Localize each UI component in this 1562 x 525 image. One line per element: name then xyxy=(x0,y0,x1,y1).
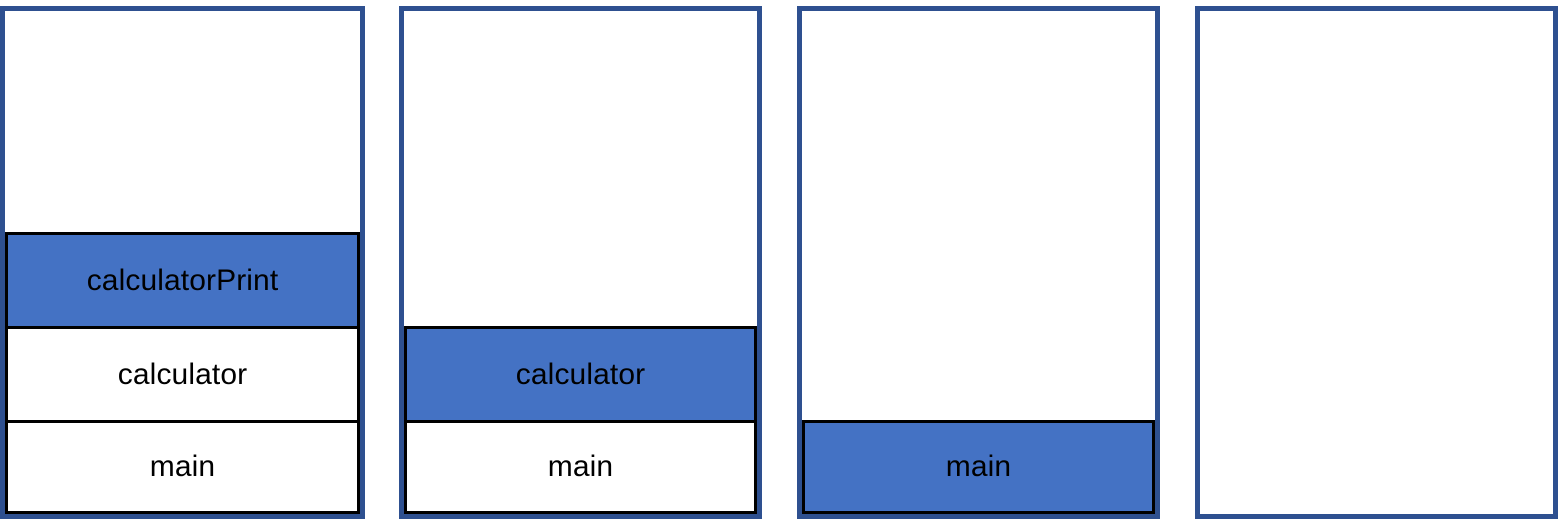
stack-panel-3: main xyxy=(797,6,1160,519)
stack-panel-2: calculator main xyxy=(399,6,762,519)
stack-frame-main[interactable]: main xyxy=(802,420,1155,514)
stack-panel-1: calculatorPrint calculator main xyxy=(0,6,365,519)
stack-frame-label: main xyxy=(547,450,614,483)
stack-frame-label: main xyxy=(945,450,1012,483)
stack-free-space xyxy=(802,11,1155,420)
stack-frame-label: calculatorPrint xyxy=(86,263,279,297)
stack-frame-calculator[interactable]: calculator xyxy=(404,326,757,420)
stack-frame-calculatorprint[interactable]: calculatorPrint xyxy=(5,232,360,326)
stack-free-space xyxy=(404,11,757,326)
stack-free-space xyxy=(5,11,360,232)
stack-frame-label: calculator xyxy=(515,357,646,391)
stack-free-space xyxy=(1200,11,1553,514)
stack-panel-4 xyxy=(1195,6,1558,519)
stack-frame-label: main xyxy=(149,450,216,483)
stack-frame-main[interactable]: main xyxy=(404,420,757,514)
stack-frame-label: calculator xyxy=(117,357,248,391)
stack-frame-calculator[interactable]: calculator xyxy=(5,326,360,420)
stack-frame-main[interactable]: main xyxy=(5,420,360,514)
